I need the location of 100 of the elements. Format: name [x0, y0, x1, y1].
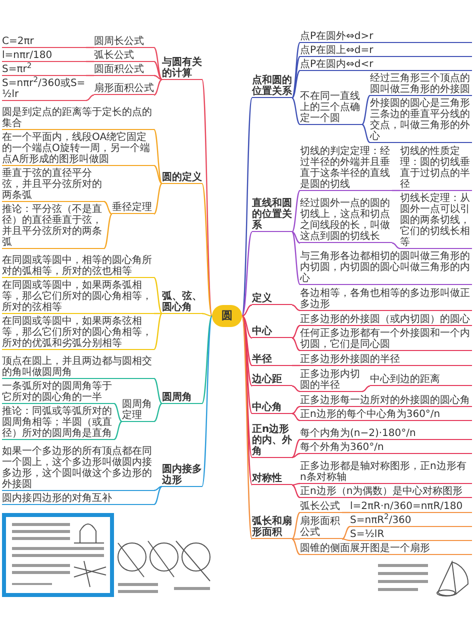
note-text: C=2πr — [2, 36, 86, 48]
connector-line — [342, 538, 350, 542]
note-text: 外接圆的圆心是三角形三条边的垂直平分线的交点，叫做三角形的外心 — [370, 98, 472, 142]
note-text: 垂直于弦的直径平分弦，并且平分弦所对的两条弧 — [2, 168, 104, 202]
branch-label: 直线和圆的位置关系 — [252, 198, 292, 232]
note-text: 中心到边的距离 — [370, 374, 472, 386]
note-text: 如果一个多边形的所有顶点都在同一个圆上，这个多边形叫做圆内接多边形，这个圆叫做这个多边形的外接圆 — [2, 446, 154, 490]
note-text: 各边相等，各角也相等的多边形叫做正多边形 — [300, 288, 472, 310]
central-topic: 圆 — [212, 305, 242, 327]
connector-line — [242, 315, 252, 339]
connector-line — [292, 385, 300, 392]
connector-line — [392, 190, 400, 192]
topic-label: 切线的判定定理：经过半径的外端并且垂直于这条半径的直线是圆的切线 — [300, 146, 392, 190]
connector-line — [154, 129, 162, 184]
note-text: l=nπr/180 — [2, 50, 86, 62]
branch-label: 对称性 — [252, 473, 292, 485]
branch-label: 圆内接多边形 — [162, 464, 202, 486]
note-text: S=nπR$^{2}$/360 — [350, 514, 472, 526]
note-text: 经过三角形三个顶点的圆叫做三角形的外接圆 — [370, 72, 472, 96]
connector-line — [86, 74, 94, 76]
note-text: 点P在圆内⇔d<r — [300, 58, 472, 70]
connector-line — [292, 406, 300, 414]
note-text: 正多边形的外接圆（或内切圆）的圆心 — [300, 314, 472, 326]
topic-label: 不在同一直线上的三个点确定一个圆 — [300, 90, 362, 124]
branch-label: 弧、弦、圆心角 — [162, 290, 202, 314]
connector-line — [86, 60, 94, 62]
connector-line — [86, 46, 94, 48]
topic-label: 经过圆外一点的圆的切线上，这点和切点之间线段的长，叫做这点到圆的切线长 — [300, 198, 392, 243]
connector-line — [362, 124, 370, 144]
note-text: 切线的性质定理：圆的切线垂直于过切点的半径 — [400, 146, 472, 190]
connector-line — [201, 183, 213, 316]
connector-line — [292, 484, 300, 498]
note-text: 点P在圆外⇔d>r — [300, 30, 472, 42]
topic-label: 圆周长公式 — [94, 36, 154, 48]
note-text: 圆是到定点的距离等于定长的点的集合 — [2, 106, 154, 130]
note-text: S=½lR — [350, 528, 472, 540]
connector-line — [154, 486, 162, 506]
topic-label: 圆周角定理 — [122, 398, 154, 422]
note-text: 在同圆或等圆中，如果两条弦相等，那么它们所对的圆心角相等，所对的优弧和劣弧分别相等 — [2, 316, 154, 350]
connector-line — [292, 512, 300, 540]
note-text: 推论：同弧或等弧所对的圆周角相等；半圆（或直径）所对的圆周角是直角 — [2, 406, 114, 440]
note-text: 任何正多边形都有一个外接圆和一个内切圆，它们是同心圆 — [300, 328, 472, 350]
note-text: 正n边形的每个中心角为360°/n — [300, 408, 472, 420]
connector-line — [292, 304, 300, 312]
note-text: 正多边形外接圆的半径 — [300, 354, 472, 366]
note-text: l=2πR·n/360=nπR/180 — [350, 500, 472, 512]
connector-line — [292, 190, 300, 232]
connector-line — [154, 486, 162, 492]
connector-line — [292, 538, 300, 556]
connector-line — [292, 231, 300, 244]
topic-label: 弧长公式 — [94, 50, 154, 62]
note-text: 每个内角为(n−2)·180°/n — [300, 428, 472, 440]
branch-label: 正n边形的内、外角 — [252, 424, 292, 458]
note-text: 与三角形各边都相切的圆叫做三角形的内切圆，内切圆的圆心叫做三角形的内心 — [300, 250, 472, 284]
connector-line — [392, 242, 400, 250]
connector-line — [104, 214, 112, 249]
connector-line — [292, 412, 300, 422]
topic-label: 圆面积公式 — [94, 64, 154, 76]
branch-label: 中心 — [252, 326, 292, 338]
connector-line — [114, 420, 122, 440]
connector-line — [154, 60, 162, 80]
note-text: 圆锥的侧面展开图是一个扇形 — [300, 542, 472, 554]
connector-line — [154, 183, 162, 214]
connector-line — [292, 232, 300, 285]
connector-line — [86, 94, 94, 102]
connector-line — [154, 47, 162, 80]
connector-line — [202, 312, 212, 317]
connector-line — [154, 78, 162, 96]
note-text: 每个外角为360°/n — [300, 442, 472, 454]
connector-line — [242, 232, 252, 316]
topic-label: 弧长公式 — [300, 500, 342, 512]
note-text: 顶点在圆上，并且两边都与圆相交的角叫做圆周角 — [2, 356, 154, 378]
branch-label: 中心角 — [252, 402, 292, 414]
connector-line — [362, 95, 370, 125]
connector-line — [292, 56, 300, 98]
connector-line — [154, 312, 162, 314]
connector-line — [292, 42, 300, 98]
connector-line — [242, 316, 252, 366]
connector-line — [292, 337, 300, 352]
connector-line — [292, 438, 300, 458]
connector-line — [154, 164, 162, 184]
connector-line — [154, 277, 162, 314]
connector-line — [292, 364, 300, 366]
note-text: 在同圆或等圆中，相等的圆心角所对的弧相等，所对的弦也相等 — [2, 254, 154, 278]
branch-label: 圆周角 — [162, 392, 202, 404]
connector-line — [292, 452, 300, 458]
connector-line — [292, 482, 300, 486]
connector-line — [201, 316, 213, 487]
connector-line — [292, 70, 300, 98]
connector-line — [114, 402, 122, 422]
branch-label: 半径 — [252, 354, 292, 366]
note-text: S=nπr$^{2}$/360或S=½lr — [2, 78, 86, 100]
note-text: 在同圆或等圆中，如果两条弧相等，那么它们所对的圆心角相等，所对的弦相等 — [2, 280, 154, 314]
branch-label: 圆的定义 — [162, 172, 202, 184]
branch-label: 定义 — [252, 293, 292, 305]
branch-label: 点和圆的位置关系 — [252, 75, 292, 98]
connector-line — [292, 324, 300, 339]
connector-line — [154, 402, 162, 422]
connector-line — [362, 385, 370, 392]
note-text: 正n边形（n为偶数）是中心对称图形 — [300, 486, 472, 498]
